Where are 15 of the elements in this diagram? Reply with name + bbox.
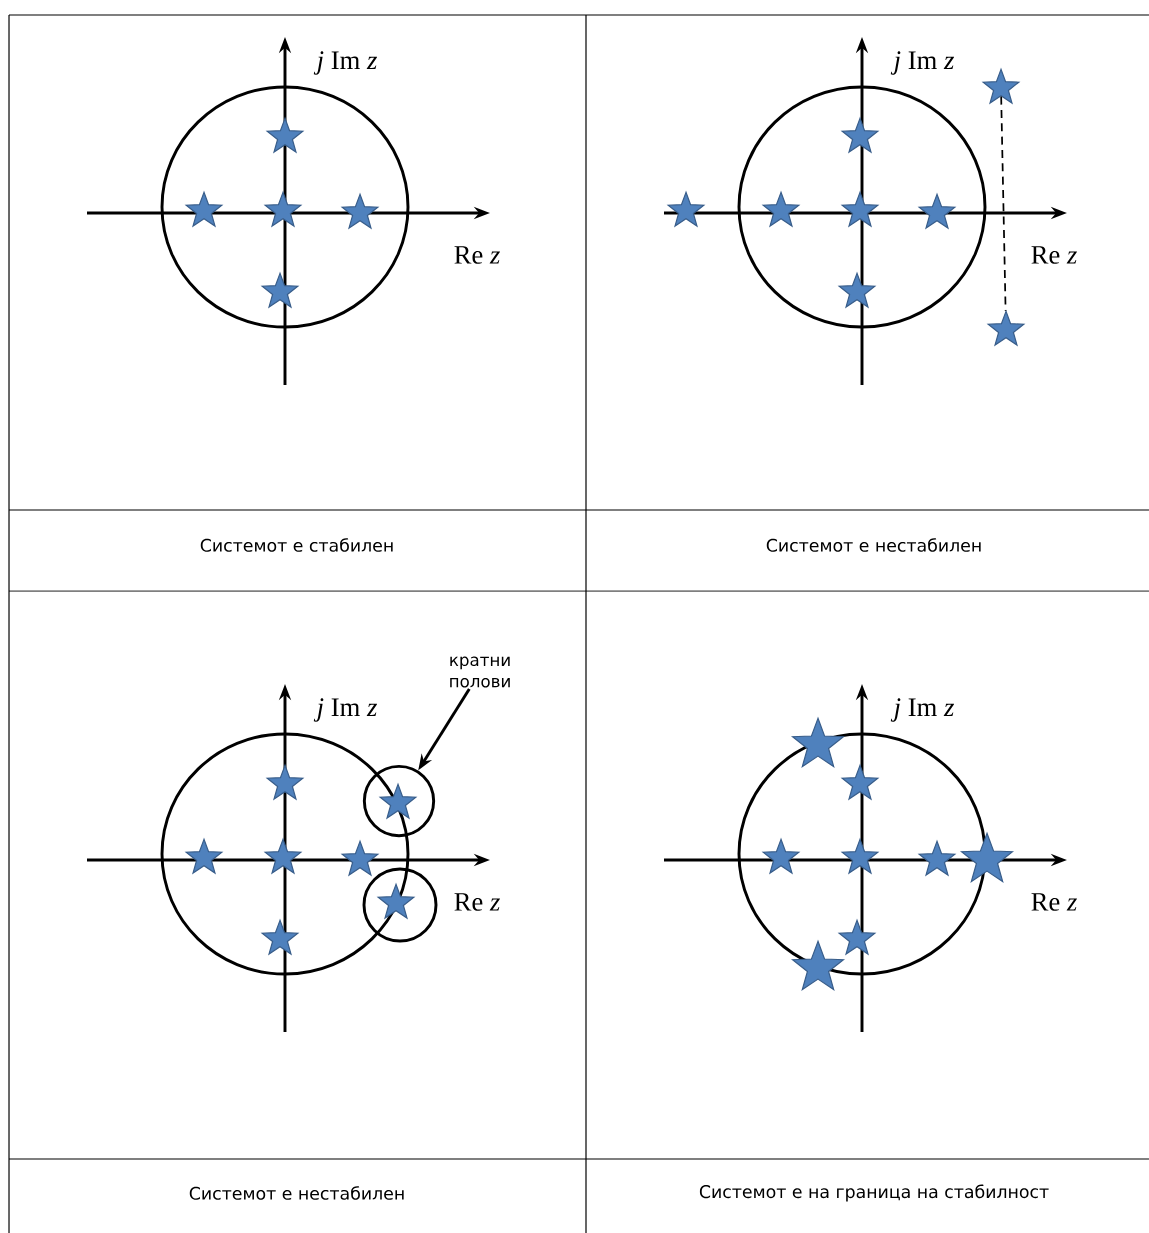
- axis-label: Re z: [1031, 246, 1077, 264]
- axis-label: j Im z: [890, 51, 954, 75]
- axis-label: j Im z: [313, 51, 377, 75]
- axis-label: j Im z: [313, 698, 377, 722]
- axis-label: Re z: [454, 246, 500, 264]
- circle-outline: [362, 867, 438, 943]
- axis-label: j Im z: [890, 698, 954, 722]
- circle-outline: [362, 764, 436, 838]
- axis-label: Re z: [454, 893, 500, 911]
- axis-label: Re z: [1031, 893, 1077, 911]
- caption-text: Системот е нестабилен: [189, 1186, 404, 1200]
- caption-text: Системот е нестабилен: [766, 538, 981, 552]
- callout-text: кратни полови: [450, 656, 510, 688]
- caption-text: Системот е стабилен: [200, 538, 393, 552]
- caption-text: Системот е на граница на стабилност: [699, 1184, 1049, 1202]
